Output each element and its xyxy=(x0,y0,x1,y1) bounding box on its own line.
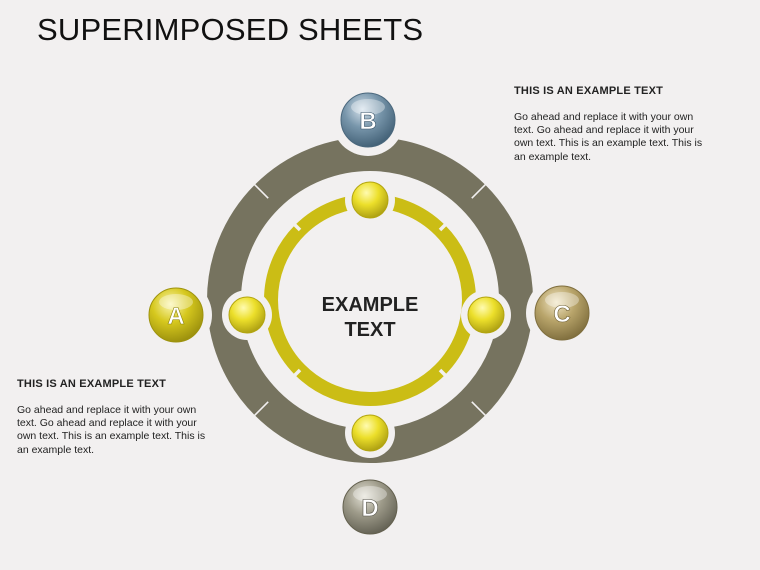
node-d-letter: D xyxy=(361,495,378,522)
node-a-letter: A xyxy=(167,303,184,330)
inner-ball-left xyxy=(228,296,266,334)
text-block-left-heading: THIS IS AN EXAMPLE TEXT xyxy=(17,378,167,390)
inner-ball-bottom xyxy=(351,414,389,452)
node-b: B xyxy=(340,92,396,148)
text-block-right-heading: THIS IS AN EXAMPLE TEXT xyxy=(514,85,664,97)
node-c: C xyxy=(534,285,590,341)
text-block-left: THIS IS AN EXAMPLE TEXT Go ahead and rep… xyxy=(17,378,207,457)
node-c-letter: C xyxy=(553,301,570,328)
node-b-letter: B xyxy=(359,108,376,135)
inner-ball-right xyxy=(467,296,505,334)
text-block-right-body: Go ahead and replace it with your own te… xyxy=(514,111,703,163)
page-title: SUPERIMPOSED SHEETS xyxy=(37,12,424,47)
text-block-right: THIS IS AN EXAMPLE TEXT Go ahead and rep… xyxy=(514,85,704,164)
text-block-left-body: Go ahead and replace it with your own te… xyxy=(17,404,206,456)
center-label-line-1: EXAMPLE xyxy=(322,294,419,316)
node-d: D xyxy=(342,479,398,535)
outer-ring-dividers xyxy=(241,171,499,429)
node-a: A xyxy=(148,287,204,343)
inner-ball-top xyxy=(351,181,389,219)
center-label-line-2: TEXT xyxy=(344,319,395,341)
